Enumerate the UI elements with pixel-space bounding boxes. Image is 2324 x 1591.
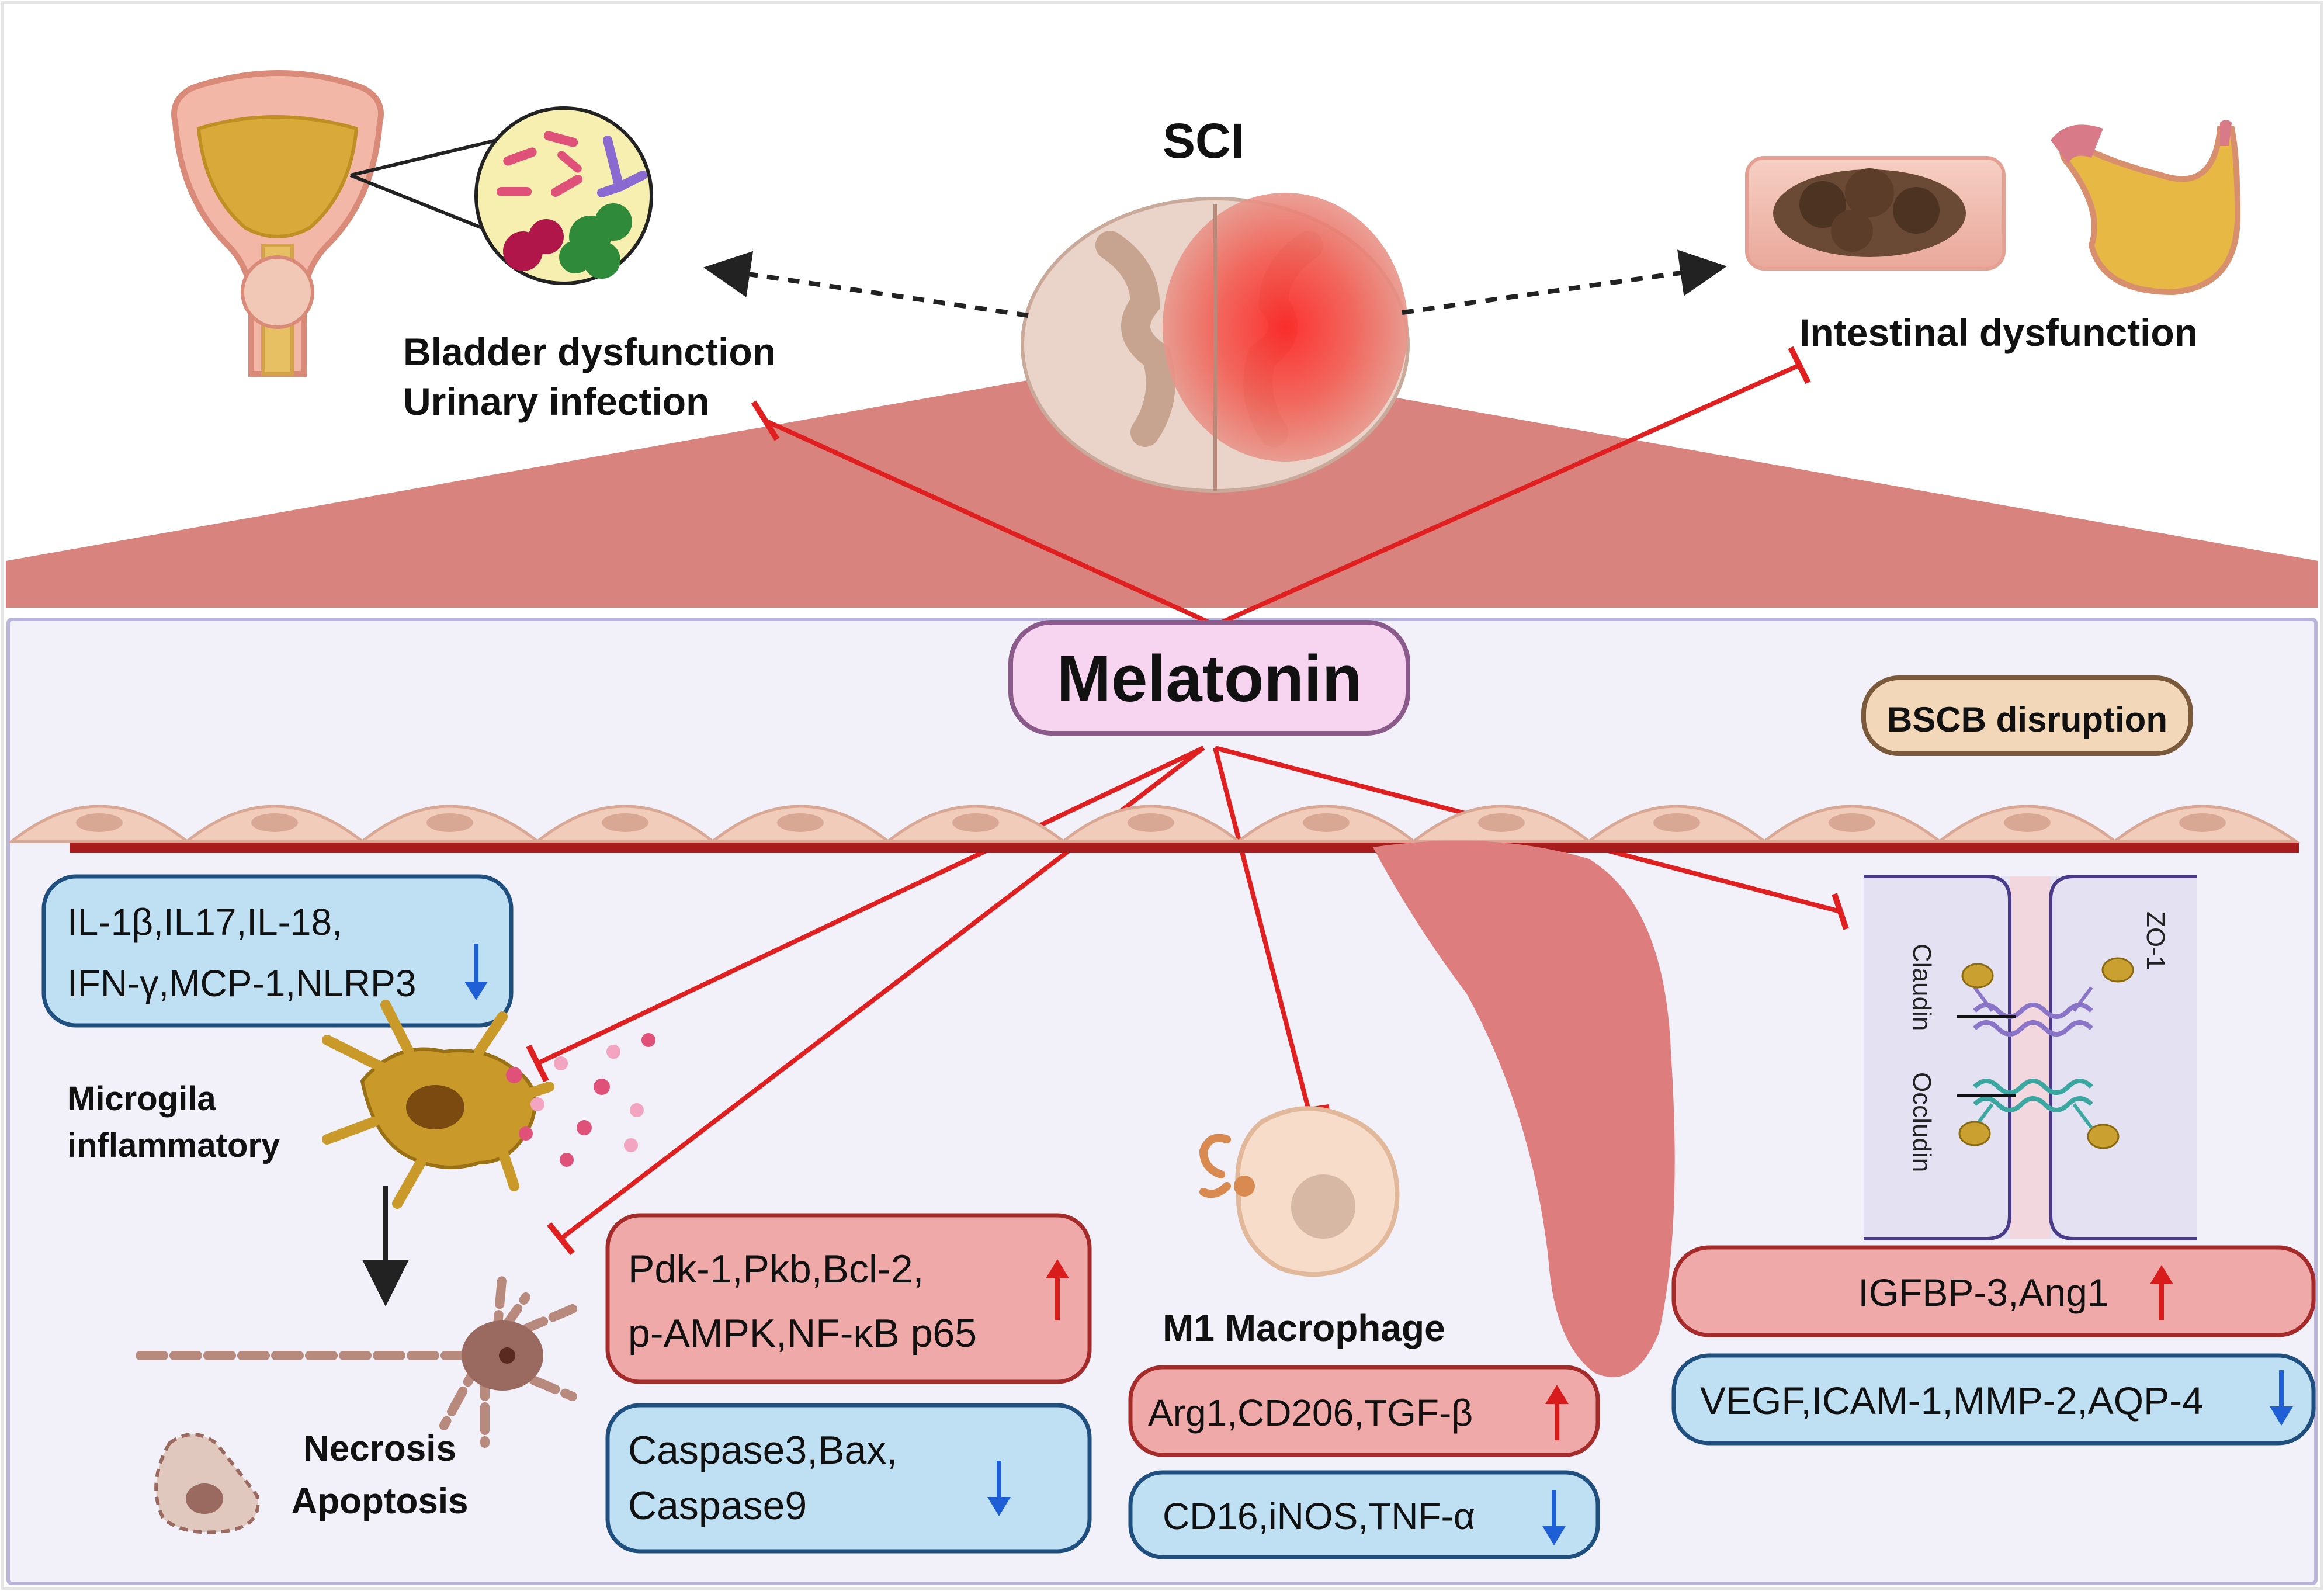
spinal-cord-illustration [1021,193,1410,493]
cytokines-box [41,874,514,1028]
survival-markers-box [605,1213,1092,1384]
pdk-line2: p-AMPK,NF-κB p65 [628,1311,977,1356]
melatonin-label: Melatonin [1057,642,1362,715]
zo1-label: ZO-1 [2141,911,2170,970]
inhibition-lines [526,346,1849,1256]
claudin-label: Claudin [1907,944,1936,1031]
angiogenesis-markers-box [1671,1245,2316,1337]
down-arrow-icon [987,1461,1011,1516]
urinary-infection-label: Urinary infection [403,380,709,423]
blood-vessel-leak-shape [1373,840,1675,1377]
casp-line2: Caspase9 [628,1483,807,1528]
cd16-text: CD16,iNOS,TNF-α [1163,1495,1475,1537]
lower-panel [6,618,2318,1585]
intestinal-dysfunction-label: Intestinal dysfunction [1799,311,2198,354]
down-arrow-icon [2270,1370,2293,1426]
up-arrow-icon [1046,1259,1069,1320]
bladder-illustration [171,70,498,377]
bscb-disruption-label: BSCB disruption [1887,700,2167,739]
necrosis-line1: Necrosis [303,1429,456,1469]
cytokine-particles [506,1033,655,1167]
neuron-illustration [136,1269,577,1448]
microglia-line1: Microgila [67,1080,216,1118]
down-arrow-icon [464,944,488,1000]
apoptotic-cell-illustration [154,1433,260,1534]
sci-band [6,374,2318,608]
microglia-line2: inflammatory [67,1126,280,1164]
cytokines-line2: IFN-γ,MCP-1,NLRP3 [67,962,416,1004]
m1-markers-box [1128,1470,1600,1559]
dashed-arrow-to-intestine [1402,249,1727,315]
dashed-arrow-to-bladder [703,251,1029,318]
pdk-line1: Pdk-1,Pkb,Bcl-2, [628,1247,924,1291]
stomach-illustration [2051,120,2241,296]
microglia-cell-illustration [322,1000,554,1209]
igfbp-text: IGFBP-3,Ang1 [1858,1271,2108,1314]
occludin-label: Occludin [1907,1072,1936,1172]
melatonin-box [1008,620,1410,736]
permeability-markers-box [1671,1353,2316,1446]
casp-line1: Caspase3,Bax, [628,1428,897,1472]
down-arrow-icon [1542,1490,1566,1545]
up-arrow-icon [1545,1385,1569,1440]
basement-membrane-line [70,843,2299,853]
apoptosis-markers-box [605,1403,1092,1554]
cytokines-line1: IL-1β,IL17,IL-18, [67,901,342,943]
arg1-text: Arg1,CD206,TGF-β [1148,1392,1473,1434]
m1-macrophage-label: M1 Macrophage [1163,1307,1445,1349]
up-arrow-icon [2150,1265,2173,1320]
endothelial-cell-row [7,805,2301,844]
macrophage-illustration [1199,1106,1400,1277]
bladder-dysfunction-label: Bladder dysfunction [403,330,776,373]
sci-title: SCI [1163,113,1244,168]
tight-junction-illustration [1864,875,2197,1240]
m2-markers-box [1128,1365,1600,1457]
intestine-illustration [1745,156,2006,271]
bacteria-magnified-circle [474,106,653,285]
necrosis-line2: Apoptosis [291,1481,468,1521]
vegf-text: VEGF,ICAM-1,MMP-2,AQP-4 [1700,1379,2204,1422]
bscb-disruption-box [1861,675,2193,756]
